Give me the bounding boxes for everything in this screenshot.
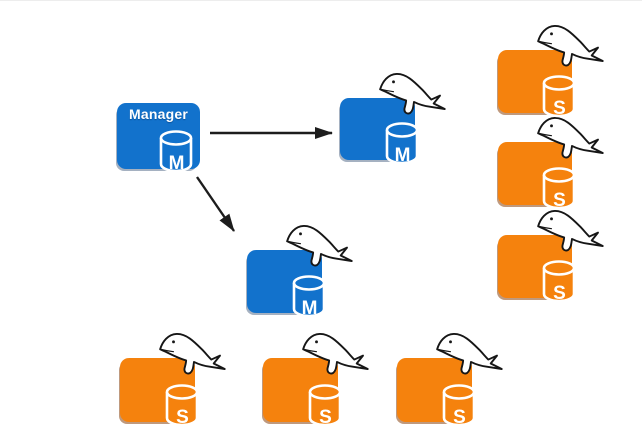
cylinder-letter: S — [453, 407, 466, 428]
mysql-dolphin-icon — [537, 25, 604, 67]
cylinder-letter: M — [395, 145, 411, 166]
cylinder-letter: S — [553, 98, 566, 119]
mysql-dolphin-icon — [379, 73, 446, 115]
node-label: Manager — [129, 106, 188, 122]
cylinder-letter: S — [319, 407, 332, 428]
mysql-dolphin-icon — [537, 117, 604, 159]
database-cylinder-icon: S — [442, 384, 476, 428]
database-cylinder-icon: S — [542, 260, 576, 304]
database-cylinder-icon: M — [385, 122, 419, 166]
cylinder-letter: S — [553, 190, 566, 211]
database-cylinder-icon: S — [542, 167, 576, 211]
node-slave-bottom-2: S — [263, 333, 369, 428]
mysql-dolphin-icon — [537, 210, 604, 252]
database-cylinder-icon: S — [542, 75, 576, 119]
node-slave-right-3: S — [498, 210, 604, 304]
arrow-manager-to-master-middle — [196, 176, 235, 232]
mysql-dolphin-icon — [436, 333, 503, 375]
node-master-top: M — [340, 73, 446, 166]
mysql-dolphin-icon — [302, 333, 369, 375]
top-border — [0, 0, 642, 1]
node-slave-right-1: S — [498, 25, 604, 119]
database-cylinder-icon: M — [159, 130, 193, 174]
cylinder-letter: M — [302, 298, 318, 319]
node-slave-right-2: S — [498, 117, 604, 211]
mysql-dolphin-icon — [159, 333, 226, 375]
node-slave-bottom-3: S — [397, 333, 503, 428]
cylinder-letter: M — [169, 153, 185, 174]
node-manager: Manager M — [117, 103, 200, 174]
database-cylinder-icon: M — [292, 275, 326, 319]
database-cylinder-icon: S — [308, 384, 342, 428]
cylinder-letter: S — [553, 283, 566, 304]
node-slave-bottom-1: S — [120, 333, 226, 428]
mysql-dolphin-icon — [286, 225, 353, 267]
database-cylinder-icon: S — [165, 384, 199, 428]
node-master-middle: M — [247, 225, 353, 319]
cylinder-letter: S — [176, 407, 189, 428]
